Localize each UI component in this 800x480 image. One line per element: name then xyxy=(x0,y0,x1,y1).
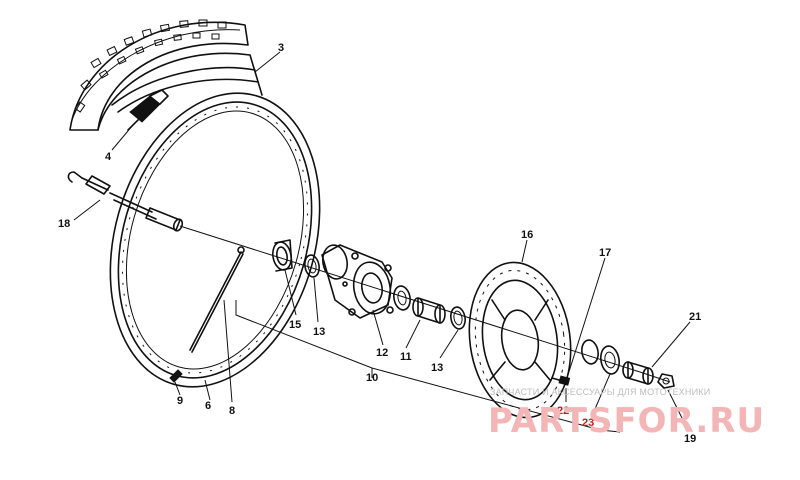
callout-22: 22 xyxy=(557,405,569,417)
callouts: 3 4 18 9 6 8 15 13 12 11 10 13 16 17 21 … xyxy=(58,42,701,445)
callout-23: 23 xyxy=(582,417,594,429)
watermark: ЗАПЧАСТИ И АКСЕССУАРЫ ДЛЯ МОТОТЕХНИКИ PA… xyxy=(488,387,765,441)
watermark-brand: PARTSFOR.RU xyxy=(488,401,765,441)
seal-outer xyxy=(581,339,620,375)
watermark-tagline: ЗАПЧАСТИ И АКСЕССУАРЫ ДЛЯ МОТОТЕХНИКИ xyxy=(490,387,710,397)
callout-3: 3 xyxy=(278,42,284,54)
rim xyxy=(109,92,321,388)
brake-disc xyxy=(468,261,572,419)
outer-spacer xyxy=(622,361,654,385)
rim-lock xyxy=(127,89,169,131)
callout-9: 9 xyxy=(177,395,183,407)
spoke xyxy=(189,246,245,353)
disc-bolt xyxy=(551,375,571,386)
callout-11: 11 xyxy=(400,351,412,363)
spoke-nipple xyxy=(169,369,183,383)
seal-left xyxy=(304,254,320,278)
seal-right xyxy=(450,306,466,330)
callout-6: 6 xyxy=(205,400,211,412)
hub xyxy=(321,244,394,319)
tyre xyxy=(69,19,263,131)
callout-13-left: 13 xyxy=(313,326,325,338)
callout-12: 12 xyxy=(376,347,388,359)
callout-19: 19 xyxy=(684,433,696,445)
spacer xyxy=(412,297,446,324)
bearing-left xyxy=(272,239,293,272)
callout-18: 18 xyxy=(58,218,70,230)
bearing-hub xyxy=(393,285,411,311)
callout-21: 21 xyxy=(689,311,701,323)
leader-lines xyxy=(73,51,691,433)
axle xyxy=(67,171,184,232)
callout-16: 16 xyxy=(521,229,533,241)
callout-10: 10 xyxy=(366,372,378,384)
callout-15: 15 xyxy=(289,319,301,331)
callout-13-right: 13 xyxy=(431,362,443,374)
axle-nut xyxy=(657,373,675,389)
callout-8: 8 xyxy=(229,405,235,417)
callout-4: 4 xyxy=(105,151,112,163)
callout-17: 17 xyxy=(599,247,611,259)
